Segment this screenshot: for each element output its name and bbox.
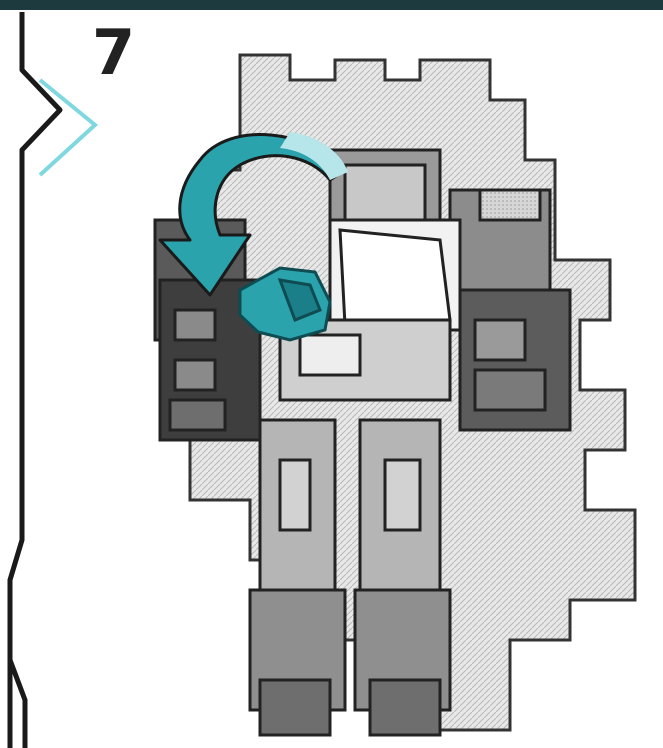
step-number: 7 [92, 22, 135, 84]
frame-left-edge [10, 12, 60, 748]
robot-illustration [130, 40, 660, 748]
